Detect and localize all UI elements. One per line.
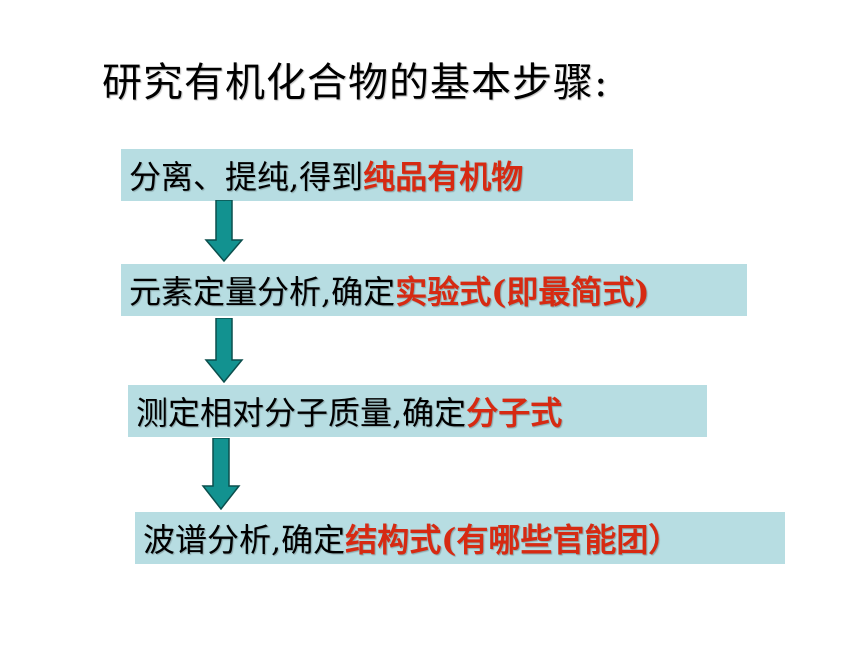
arrow-down-icon	[201, 438, 241, 510]
step-box-4: 波谱分析,确定结构式(有哪些官能团）	[135, 512, 785, 564]
step-1-text: 分离、提纯,得到	[129, 158, 364, 196]
step-3-text: 测定相对分子质量,确定	[136, 394, 467, 432]
step-box-1: 分离、提纯,得到纯品有机物	[121, 149, 633, 201]
step-box-2: 元素定量分析,确定实验式(即最简式)	[121, 264, 747, 316]
step-4-text: 波谱分析,确定	[143, 521, 346, 559]
step-1-highlight: 纯品有机物	[363, 158, 524, 196]
step-2-text: 元素定量分析,确定	[129, 273, 396, 311]
step-4-highlight: 结构式(有哪些官能团）	[345, 521, 681, 559]
step-2-highlight: 实验式(即最简式)	[395, 273, 650, 311]
arrow-down-icon	[204, 200, 244, 262]
step-box-3: 测定相对分子质量,确定分子式	[128, 385, 707, 437]
arrow-down-icon	[204, 318, 244, 383]
step-3-highlight: 分子式	[466, 394, 563, 432]
page-title: 研究有机化合物的基本步骤:	[102, 60, 609, 106]
